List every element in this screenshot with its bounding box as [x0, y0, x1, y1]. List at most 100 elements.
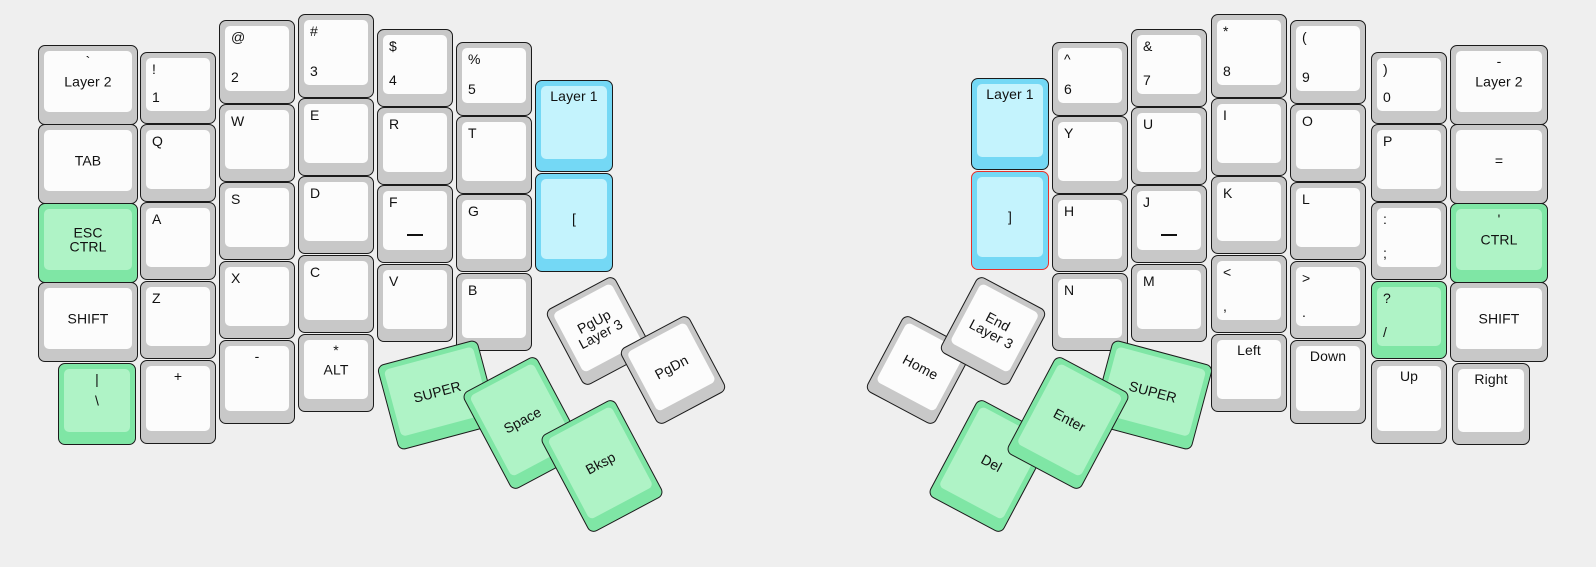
key-legend: ` — [85, 53, 91, 69]
key-shift[interactable]: SHIFT — [1450, 282, 1548, 362]
key-6[interactable]: ^6 — [1052, 42, 1128, 116]
key-legend: Right — [1474, 371, 1508, 387]
key-legend: * — [333, 342, 339, 358]
key-q[interactable]: Q — [140, 124, 216, 202]
key-legend: R — [389, 116, 400, 132]
key-legend: Layer 2 — [64, 73, 112, 90]
key-5[interactable]: %5 — [456, 42, 532, 116]
key-1[interactable]: !1 — [140, 52, 216, 124]
key-key[interactable]: <, — [1211, 255, 1287, 333]
key-legend: U — [1143, 116, 1154, 132]
keycap-surface: ^6 — [1058, 48, 1122, 103]
key-3[interactable]: #3 — [298, 14, 374, 98]
key-k[interactable]: K — [1211, 176, 1287, 254]
key-key[interactable]: = — [1450, 124, 1548, 204]
key-layer-2[interactable]: - Layer 2 — [1450, 45, 1548, 125]
key-layer-2[interactable]: ` Layer 2 — [38, 45, 138, 125]
key-legend: - — [1496, 53, 1502, 69]
key-key[interactable]: :; — [1371, 202, 1447, 280]
key-legend: J — [1143, 194, 1151, 210]
key-e[interactable]: E — [298, 98, 374, 176]
key-t[interactable]: T — [456, 116, 532, 194]
key-legend: Up — [1399, 368, 1419, 384]
keycap-surface: F — [383, 191, 447, 250]
key-h[interactable]: H — [1052, 194, 1128, 272]
keycap-surface: B — [462, 279, 526, 338]
key-w[interactable]: W — [219, 104, 295, 182]
key-o[interactable]: O — [1290, 104, 1366, 182]
key-i[interactable]: I — [1211, 98, 1287, 176]
key-m[interactable]: M — [1131, 264, 1207, 342]
key-f[interactable]: F — [377, 185, 453, 263]
key-legend: ? — [1383, 290, 1391, 306]
key-z[interactable]: Z — [140, 281, 216, 359]
key-legend: > — [1302, 270, 1311, 286]
key-0[interactable]: )0 — [1371, 52, 1447, 124]
key-2[interactable]: @2 — [219, 20, 295, 104]
keycap-surface: SHIFT — [44, 288, 132, 349]
key-7[interactable]: &7 — [1131, 29, 1207, 107]
key-legend: O — [1302, 113, 1313, 129]
key-b[interactable]: B — [456, 273, 532, 351]
keycap-surface: M — [1137, 270, 1201, 329]
key-legend: % — [468, 51, 481, 67]
key-legend: 8 — [1223, 63, 1231, 80]
key-v[interactable]: V — [377, 264, 453, 342]
key-legend: Enter — [1051, 404, 1089, 435]
key-a[interactable]: A — [140, 202, 216, 280]
key-legend: F — [389, 194, 398, 210]
key-legend: 7 — [1143, 72, 1151, 89]
key-9[interactable]: (9 — [1290, 20, 1366, 104]
key-key[interactable]: - — [219, 340, 295, 424]
key-d[interactable]: D — [298, 176, 374, 254]
key-l[interactable]: L — [1290, 182, 1366, 260]
key-legend: Layer 2 — [1475, 73, 1523, 90]
key-j[interactable]: J — [1131, 185, 1207, 263]
key-x[interactable]: X — [219, 261, 295, 339]
key-legend: B — [468, 282, 478, 298]
key-legend: + — [173, 368, 183, 384]
keycap-surface: Z — [146, 287, 210, 346]
key-legend: , — [1223, 298, 1227, 315]
key-s[interactable]: S — [219, 182, 295, 260]
key-legend: S — [231, 191, 241, 207]
key-key[interactable]: [ — [535, 173, 613, 272]
key-legend: V — [389, 273, 399, 289]
keycap-surface: P — [1377, 130, 1441, 189]
key-layer-1[interactable]: Layer 1 — [535, 80, 613, 172]
key-ctrl[interactable]: 'CTRL — [1450, 203, 1548, 283]
key-8[interactable]: *8 — [1211, 14, 1287, 98]
key-layer-1[interactable]: Layer 1 — [971, 78, 1049, 170]
key-c[interactable]: C — [298, 255, 374, 333]
key-n[interactable]: N — [1052, 273, 1128, 351]
key-key[interactable]: + — [140, 360, 216, 444]
key-g[interactable]: G — [456, 194, 532, 272]
keycap-surface: *ALT — [304, 340, 368, 399]
key-u[interactable]: U — [1131, 107, 1207, 185]
key-left[interactable]: Left — [1211, 334, 1287, 412]
key-key[interactable]: ?/ — [1371, 281, 1447, 359]
key-shift[interactable]: SHIFT — [38, 282, 138, 362]
key-key[interactable]: >. — [1290, 261, 1366, 339]
key-key[interactable]: |\ — [58, 363, 136, 445]
key-y[interactable]: Y — [1052, 116, 1128, 194]
key-right[interactable]: Right — [1452, 363, 1530, 445]
key-r[interactable]: R — [377, 107, 453, 185]
keycap-surface: - Layer 2 — [1456, 51, 1542, 112]
key-key[interactable]: ] — [971, 171, 1049, 270]
key-down[interactable]: Down — [1290, 340, 1366, 424]
keycap-surface: V — [383, 270, 447, 329]
key-legend: Q — [152, 133, 163, 149]
keycap-surface: U — [1137, 113, 1201, 172]
key-legend: ^ — [1064, 51, 1071, 67]
key-p[interactable]: P — [1371, 124, 1447, 202]
key-alt[interactable]: *ALT — [298, 334, 374, 412]
key-legend: 9 — [1302, 69, 1310, 86]
key-legend: D — [310, 185, 321, 201]
key-4[interactable]: $4 — [377, 29, 453, 107]
key-up[interactable]: Up — [1371, 360, 1447, 444]
